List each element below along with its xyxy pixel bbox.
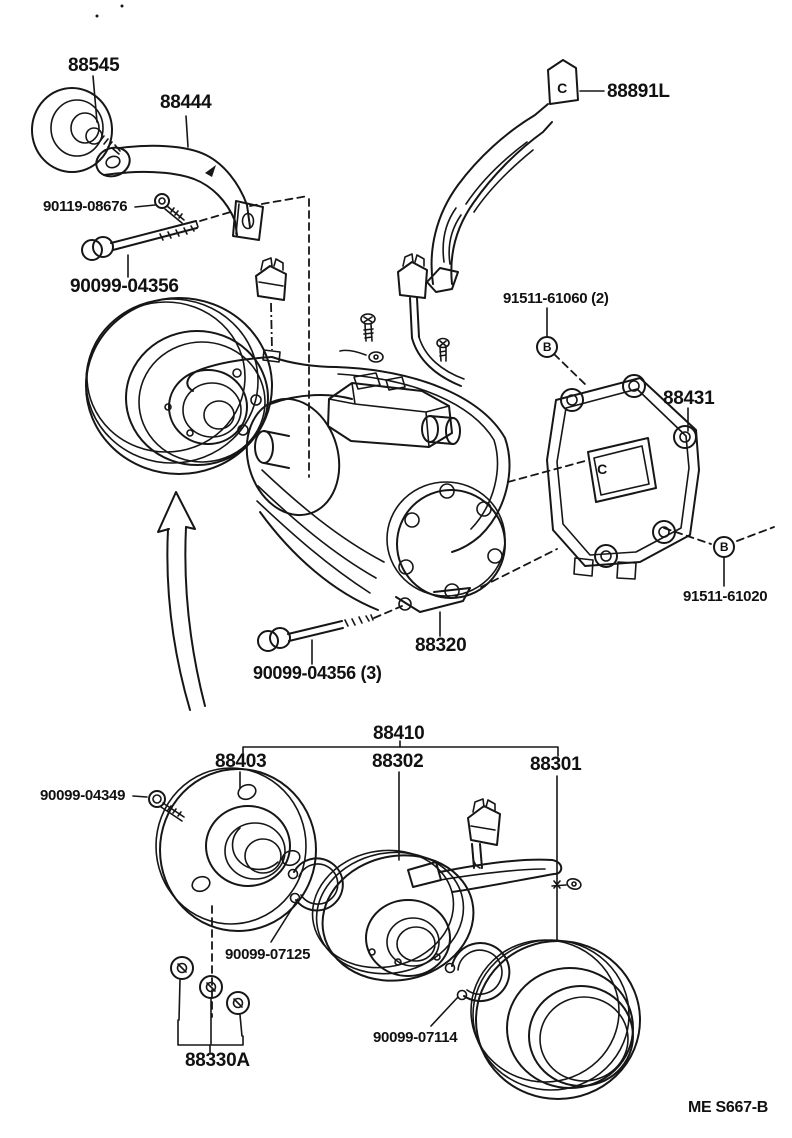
part-label-90119-08676: 90119-08676 — [43, 198, 127, 215]
part-label-90099-04356: 90099-04356 — [70, 276, 179, 297]
part-90099-04349-drawing — [148, 790, 185, 822]
part-label-91511-61020: 91511-61020 — [683, 588, 767, 605]
part-label-88545: 88545 — [68, 55, 120, 76]
part-88431-drawing — [546, 374, 700, 580]
part-label-88431: 88431 — [663, 388, 715, 409]
part-88545-drawing — [31, 87, 121, 173]
part-label-88330A: 88330A — [185, 1050, 250, 1071]
part-90099-04356-drawing — [81, 220, 199, 261]
stamp-bracket-end-letter: C — [557, 80, 567, 96]
part-labels: 88545 88444 90119-08676 90099-04356 8889… — [40, 55, 768, 1071]
part-label-88444: 88444 — [160, 92, 212, 113]
part-88302-drawing — [311, 798, 582, 982]
bolt-callout-circles — [536, 336, 735, 558]
part-label-88403: 88403 — [215, 751, 266, 772]
part-label-90099-04356-3: 90099-04356 (3) — [253, 663, 382, 683]
assembly-dashed-lines — [199, 195, 775, 1018]
bolt-mark-upper-letter: B — [543, 340, 552, 354]
stamp-bracket-face-letter: C — [597, 461, 607, 477]
part-label-88410: 88410 — [373, 723, 424, 744]
part-88444-drawing — [95, 144, 264, 241]
part-label-88320: 88320 — [415, 635, 466, 656]
part-88403-drawing — [155, 767, 317, 932]
part-label-90099-07114: 90099-07114 — [373, 1029, 458, 1046]
part-label-88891L: 88891L — [607, 81, 670, 102]
bolt-mark-lower-letter: B — [720, 540, 729, 554]
compressor-shaft-nose — [254, 430, 290, 469]
part-label-91511-61060: 91511-61060 (2) — [503, 290, 609, 307]
top-screws-drawing — [339, 313, 450, 363]
part-90119-08676-drawing — [154, 193, 185, 224]
leader-lines — [92, 75, 725, 1053]
clutch-rotor-pulley-drawing — [85, 297, 273, 475]
part-88301-drawing — [470, 939, 641, 1100]
part-label-88301: 88301 — [530, 754, 582, 775]
part-88891L-drawing — [426, 59, 579, 293]
diagram-plate-code: ME S667-B — [688, 1099, 768, 1116]
part-label-90099-07125: 90099-07125 — [225, 946, 310, 963]
direction-arrow — [157, 491, 206, 711]
part-88330A-washers-drawing — [170, 956, 250, 1015]
part-88320-compressor-drawing — [245, 372, 506, 613]
clutch-wire-harness-drawing — [186, 253, 511, 553]
callout-letters: B B C C — [543, 80, 729, 554]
part-label-88302: 88302 — [372, 751, 423, 772]
scan-artifacts — [95, 4, 124, 18]
part-label-90099-04349: 90099-04349 — [40, 787, 125, 804]
part-90099-04356-3-drawing — [257, 614, 374, 652]
part-90099-07114-drawing — [444, 942, 511, 1003]
